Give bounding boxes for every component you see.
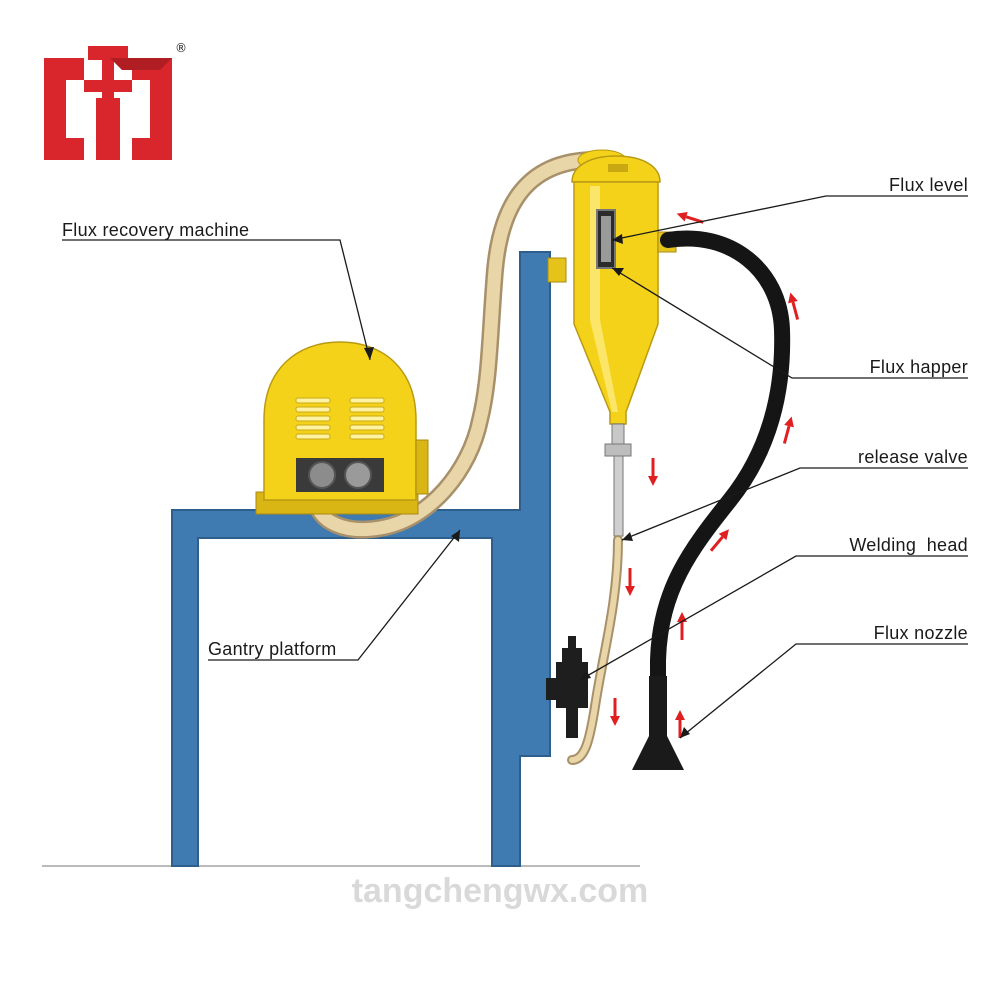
flux-nozzle [632,676,684,770]
flux-hopper [571,149,677,425]
tangcheng-logo-icon [44,46,172,160]
return-hose [650,230,791,698]
label-flux-recovery-machine: Flux recovery machine [62,220,249,240]
arrow-icon [610,698,620,726]
vent-slots [295,397,385,440]
arrow-icon [709,529,729,552]
leader-arrowheads [364,234,690,738]
leader-lines [62,195,968,739]
arrow-icon [625,568,635,596]
arrow-icon [788,292,800,320]
welding-head [546,636,588,738]
feed-tube-fill [569,537,621,763]
label-flux-nozzle: Flux nozzle [874,623,968,643]
label-flux-level: Flux level [889,175,968,195]
arrow-icon [675,710,685,738]
release-valve [604,423,632,537]
arrow-icon [782,416,794,444]
label-gantry-platform: Gantry platform [208,639,337,659]
watermark-text: tangchengwx.com [352,872,649,910]
label-release-valve: release valve [858,447,968,467]
arrow-icon [677,612,687,640]
label-welding-head: Welding head [849,535,968,555]
label-flux-happer: Flux happer [870,357,968,377]
registered-mark: ® [175,41,187,55]
gantry-platform [171,251,567,867]
flux-recovery-machine [255,341,429,515]
arrow-icon [648,458,658,486]
